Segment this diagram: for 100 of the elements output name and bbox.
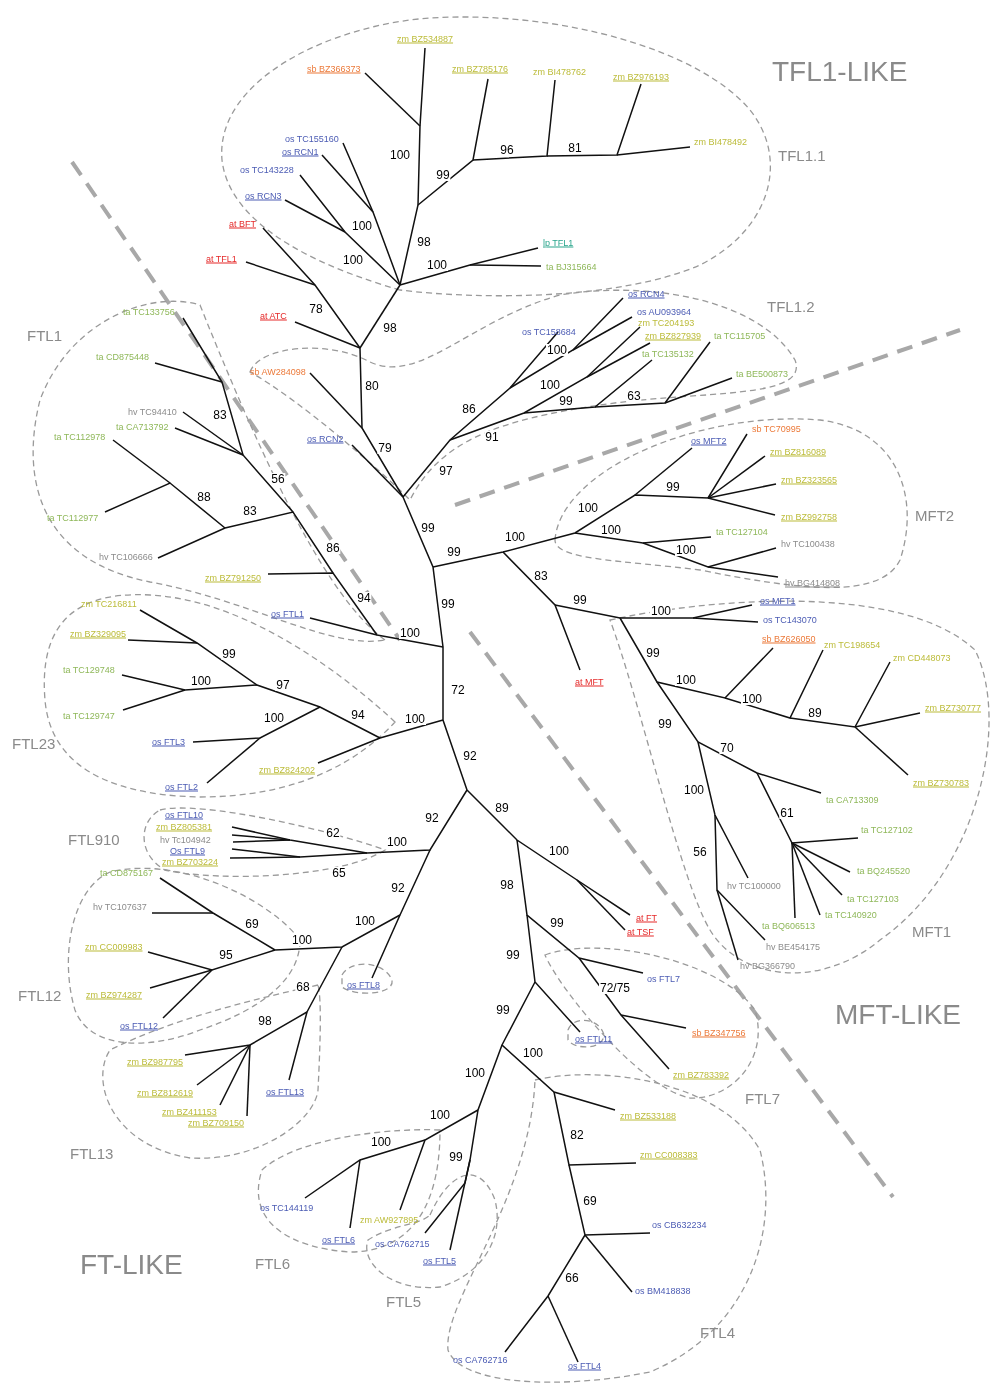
gene-label: os TC143070 — [763, 615, 817, 625]
group-label: MFT-LIKE — [835, 1001, 961, 1029]
bootstrap-value: 88 — [196, 491, 212, 503]
clade-label: FTL1 — [27, 327, 62, 343]
gene-label: zm TC198654 — [824, 640, 881, 650]
gene-label: ta BJ315664 — [546, 262, 597, 272]
clade-label: FTL23 — [12, 735, 56, 751]
gene-label: hv BE454175 — [766, 942, 821, 952]
gene-label: os TC143228 — [240, 165, 294, 175]
gene-label: ta TC140920 — [825, 910, 877, 920]
gene-label: ta CA713309 — [826, 795, 879, 805]
gene-label: at MFT — [575, 677, 604, 687]
bootstrap-value: 99 — [645, 647, 661, 659]
bootstrap-value: 99 — [572, 594, 588, 606]
bootstrap-value: 83 — [212, 409, 228, 421]
gene-label: hv BG414808 — [785, 578, 841, 588]
bootstrap-value: 69 — [244, 918, 260, 930]
gene-label: zm BI478492 — [694, 137, 748, 147]
bootstrap-value: 68 — [295, 981, 311, 993]
gene-label: os BM418838 — [635, 1286, 691, 1296]
bootstrap-value: 56 — [270, 473, 286, 485]
bootstrap-value: 99 — [440, 598, 456, 610]
clade-label: FTL7 — [745, 1090, 780, 1106]
bootstrap-value: 100 — [342, 254, 364, 266]
gene-label: ta TC129748 — [63, 665, 115, 675]
bootstrap-value: 99 — [446, 546, 462, 558]
bootstrap-value: 56 — [692, 846, 708, 858]
bootstrap-value: 100 — [539, 379, 561, 391]
gene-label: os FTL8 — [347, 980, 380, 990]
gene-label: lp TFL1 — [543, 238, 574, 248]
gene-label: sb TC70995 — [752, 424, 801, 434]
gene-label: zm BZ411153 — [162, 1107, 217, 1117]
bootstrap-value: 97 — [275, 679, 291, 691]
gene-label: zm BZ824202 — [259, 765, 316, 775]
gene-label: hv TC107637 — [93, 902, 147, 912]
bootstrap-value: 100 — [577, 502, 599, 514]
gene-label: ta TC112978 — [54, 432, 106, 442]
clade-label: FTL910 — [68, 831, 120, 847]
gene-label: at TFL1 — [206, 254, 237, 264]
gene-label: os CB632234 — [652, 1220, 707, 1230]
gene-label: zm BZ816089 — [770, 447, 827, 457]
bootstrap-value: 91 — [484, 431, 500, 443]
bootstrap-value: 100 — [464, 1067, 486, 1079]
bootstrap-value: 66 — [564, 1272, 580, 1284]
gene-label: hv Tc104942 — [160, 835, 211, 845]
gene-label: zm BZ730777 — [925, 703, 982, 713]
gene-label: os TC158684 — [522, 327, 576, 337]
gene-label: os RCN3 — [245, 191, 282, 201]
gene-label: os CA762716 — [453, 1355, 508, 1365]
bootstrap-value: 100 — [404, 713, 426, 725]
gene-label: ta TC127104 — [716, 527, 768, 537]
bootstrap-value: 99 — [549, 917, 565, 929]
gene-label: sb BZ626050 — [762, 634, 816, 644]
gene-label: zm BZ992758 — [781, 512, 838, 522]
gene-label: zm BZ791250 — [205, 573, 262, 583]
clade-label: MFT1 — [912, 923, 952, 939]
gene-label: os CA762715 — [375, 1239, 430, 1249]
gene-label: os RCN2 — [307, 434, 344, 444]
gene-label: zm BZ534887 — [397, 34, 454, 44]
group-label: FT-LIKE — [80, 1251, 183, 1279]
bootstrap-value: 78 — [308, 303, 324, 315]
bootstrap-value: 61 — [779, 807, 795, 819]
clade-label: FTL4 — [700, 1324, 735, 1340]
gene-label: zm BZ827939 — [645, 331, 702, 341]
bootstrap-value: 100 — [741, 693, 763, 705]
bootstrap-value: 99 — [435, 169, 451, 181]
bootstrap-value: 98 — [382, 322, 398, 334]
gene-label: ta TC129747 — [63, 711, 115, 721]
gene-label: hv TC100438 — [781, 539, 835, 549]
clade-label: FTL6 — [255, 1255, 290, 1271]
bootstrap-value: 89 — [807, 707, 823, 719]
gene-label: os FTL6 — [322, 1235, 355, 1245]
bootstrap-value: 63 — [626, 390, 642, 402]
gene-label: os FTL10 — [165, 810, 204, 820]
gene-label: zm BZ785176 — [452, 64, 509, 74]
gene-label: ta BQ606513 — [762, 921, 816, 931]
group-label: TFL1-LIKE — [772, 58, 908, 86]
clade-label: FTL5 — [386, 1293, 421, 1309]
gene-label: sb AW284098 — [250, 367, 306, 377]
bootstrap-value: 96 — [499, 144, 515, 156]
gene-label: zm CC009983 — [85, 942, 143, 952]
bootstrap-value: 69 — [582, 1195, 598, 1207]
bootstrap-value: 98 — [416, 236, 432, 248]
gene-label: ta CD875167 — [100, 868, 154, 878]
gene-label: zm TC216811 — [81, 599, 137, 609]
bootstrap-value: 100 — [389, 149, 411, 161]
gene-label: ta TC127102 — [861, 825, 913, 835]
bootstrap-value: 65 — [331, 867, 347, 879]
gene-label: zm BZ974287 — [86, 990, 143, 1000]
bootstrap-value: 99 — [505, 949, 521, 961]
gene-label: os RCN1 — [282, 147, 319, 157]
bootstrap-value: 83 — [533, 570, 549, 582]
gene-label: hv BG366790 — [740, 961, 796, 971]
gene-label: zm BZ703224 — [162, 857, 219, 867]
gene-label: os FTL2 — [165, 782, 198, 792]
gene-label: Os FTL9 — [170, 846, 205, 856]
bootstrap-value: 100 — [546, 344, 568, 356]
gene-label: os FTL3 — [152, 737, 185, 747]
gene-label: os FTL5 — [423, 1256, 456, 1266]
bootstrap-value: 86 — [461, 403, 477, 415]
